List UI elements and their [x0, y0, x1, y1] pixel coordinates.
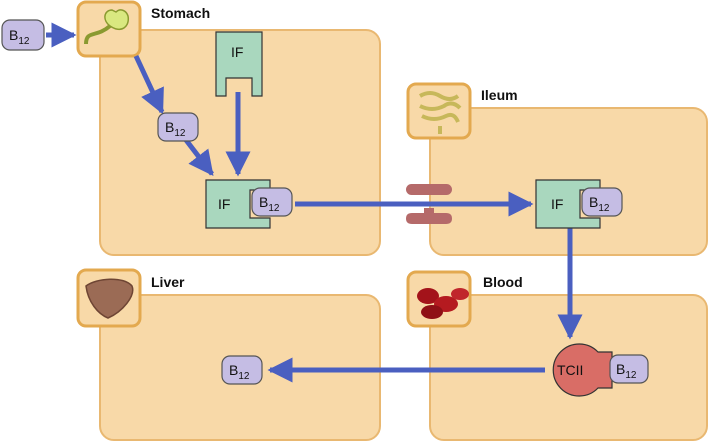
intrinsic-factor-free: IF [215, 31, 263, 97]
ileum-label: Ileum [481, 87, 518, 103]
liver-label: Liver [151, 274, 185, 290]
svg-text:B12: B12 [589, 194, 610, 214]
svg-text:TCII: TCII [557, 362, 583, 378]
membrane-top [406, 184, 452, 195]
red-blood-cells-icon [406, 270, 472, 328]
svg-text:B12: B12 [616, 361, 637, 381]
b12-liver: B12 [221, 355, 263, 385]
svg-text:B12: B12 [9, 27, 30, 47]
liver-icon [76, 268, 142, 328]
svg-text:IF: IF [551, 196, 563, 212]
b12-released: B12 [157, 112, 199, 142]
svg-text:B12: B12 [259, 194, 280, 214]
svg-text:B12: B12 [165, 119, 186, 139]
stomach-icon [76, 0, 142, 58]
blood-label: Blood [483, 274, 523, 290]
arrow-b12-to-complex [184, 138, 214, 176]
svg-text:B12: B12 [229, 362, 250, 382]
if-b12-complex-stomach: IF B12 [205, 179, 293, 229]
membrane-bottom [406, 208, 452, 224]
intestine-icon [406, 82, 472, 140]
b12-dietary: B12 [1, 19, 45, 51]
arrow-stomach-to-b12 [133, 54, 165, 115]
svg-text:IF: IF [218, 196, 230, 212]
if-b12-complex-ileum: IF B12 [535, 179, 623, 229]
stomach-label: Stomach [151, 5, 210, 21]
svg-text:IF: IF [231, 44, 243, 60]
tcii-b12-complex: TCII B12 [552, 343, 649, 397]
